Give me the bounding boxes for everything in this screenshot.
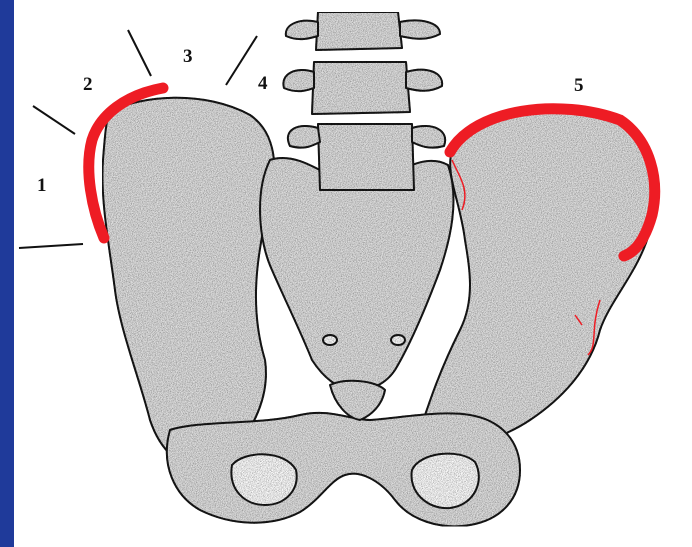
left-obturator-foramen bbox=[231, 454, 296, 505]
pointer-line bbox=[33, 106, 75, 134]
right-ilium bbox=[420, 108, 654, 455]
label-3: 3 bbox=[183, 46, 193, 67]
vertebra-lower bbox=[318, 124, 414, 190]
vertebra-middle bbox=[312, 62, 410, 114]
process-right-3 bbox=[412, 126, 445, 148]
sacrum bbox=[260, 158, 453, 390]
process-left-1 bbox=[286, 21, 318, 39]
left-ilium bbox=[102, 98, 274, 470]
pointer-line bbox=[19, 244, 83, 248]
sacral-foramen bbox=[391, 335, 405, 345]
label-4: 4 bbox=[258, 73, 268, 94]
process-left-3 bbox=[288, 126, 320, 148]
label-5: 5 bbox=[574, 75, 584, 96]
pointer-line bbox=[226, 36, 257, 85]
process-right-2 bbox=[406, 70, 442, 91]
label-2: 2 bbox=[83, 74, 93, 95]
sacral-foramen bbox=[323, 335, 337, 345]
vertebra-upper bbox=[316, 12, 402, 50]
label-1: 1 bbox=[37, 175, 47, 196]
pointer-line bbox=[128, 30, 151, 76]
process-left-2 bbox=[283, 70, 314, 91]
process-right-1 bbox=[400, 21, 440, 39]
